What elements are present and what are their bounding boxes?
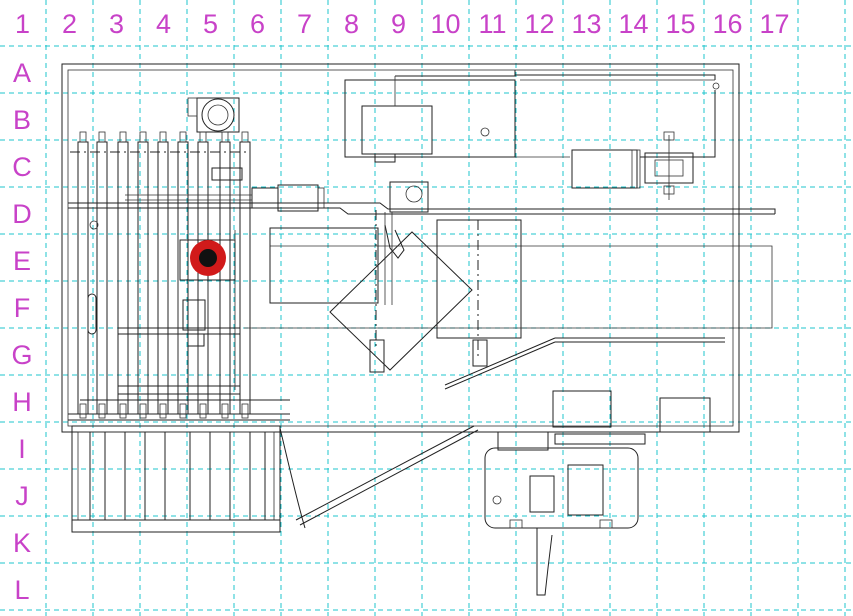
- column-label: 6: [250, 9, 265, 39]
- column-label: 11: [478, 9, 506, 39]
- roller: [96, 141, 108, 415]
- roller-cap: [119, 131, 127, 143]
- column-label: 10: [430, 9, 460, 39]
- roller-foot: [199, 403, 207, 419]
- roller-foot: [98, 403, 106, 419]
- column-label: 9: [391, 9, 406, 39]
- column-label: 4: [156, 9, 171, 39]
- inner-frame: [67, 69, 734, 427]
- row-label: E: [13, 246, 31, 276]
- roller-cap: [159, 131, 167, 143]
- bottom-motor: [484, 431, 646, 596]
- row-label: L: [14, 575, 29, 605]
- row-label: C: [12, 152, 32, 182]
- rotating-plate: [329, 231, 473, 371]
- column-label: 14: [618, 9, 648, 39]
- column-label: 5: [203, 9, 218, 39]
- roller: [197, 141, 209, 415]
- roller-foot: [241, 403, 249, 419]
- roller-foot: [179, 403, 187, 419]
- position-marker-center: [199, 249, 217, 267]
- blower-unit: [187, 97, 240, 133]
- row-label: J: [15, 481, 29, 511]
- center-column: [384, 181, 429, 305]
- row-label: A: [13, 58, 31, 88]
- roller: [157, 141, 169, 415]
- outer-frame: [61, 63, 740, 433]
- roller-foot: [79, 403, 87, 419]
- roller-cap: [139, 131, 147, 143]
- lower-rack: [71, 425, 281, 533]
- column-label: 2: [62, 9, 77, 39]
- row-label: H: [12, 387, 32, 417]
- row-label: D: [12, 199, 32, 229]
- roller-cap: [221, 131, 229, 143]
- row-label: K: [13, 528, 31, 558]
- vertical-drive: [177, 230, 236, 400]
- row-label: G: [11, 340, 32, 370]
- column-label: 17: [759, 9, 789, 39]
- right-motor: [571, 131, 694, 200]
- roller-cap: [98, 131, 106, 143]
- top-machine-unit: [344, 70, 720, 163]
- row-label: F: [14, 293, 31, 323]
- column-label: 7: [297, 9, 312, 39]
- roller-foot: [139, 403, 147, 419]
- roller: [239, 141, 251, 415]
- roller: [219, 141, 231, 415]
- row-label: B: [13, 105, 31, 135]
- column-label: 16: [712, 9, 742, 39]
- roller: [117, 141, 129, 415]
- column-label: 12: [524, 9, 554, 39]
- column-label: 3: [109, 9, 124, 39]
- column-label: 15: [665, 9, 695, 39]
- column-label: 1: [15, 9, 30, 39]
- roller-cap: [179, 131, 187, 143]
- column-label: 8: [344, 9, 359, 39]
- feed-motor: [125, 167, 325, 212]
- roller-foot: [221, 403, 229, 419]
- roller-cap: [241, 131, 249, 143]
- roller: [77, 141, 89, 415]
- roller-foot: [159, 403, 167, 419]
- roller-foot: [119, 403, 127, 419]
- column-label: 13: [571, 9, 601, 39]
- roller-cap: [199, 131, 207, 143]
- roller-cap: [79, 131, 87, 143]
- machine-drawing: [61, 63, 776, 596]
- row-label: I: [18, 434, 26, 464]
